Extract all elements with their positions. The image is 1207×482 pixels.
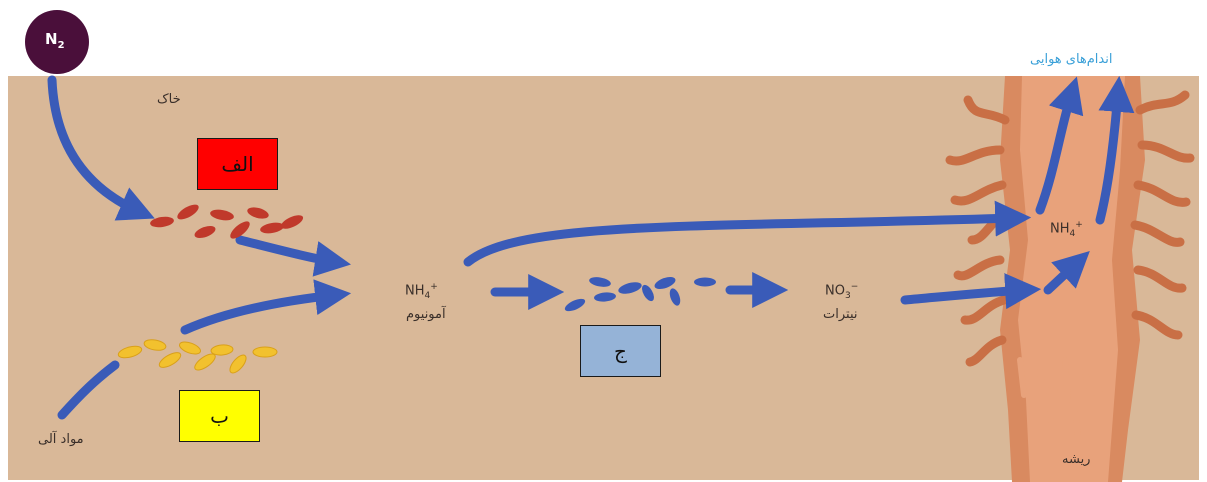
flow-arrows (47, 75, 1135, 420)
arrow-root-nh4-inner (1043, 250, 1090, 295)
n2-molecule-circle (25, 10, 89, 74)
arrow-organic-lower (57, 360, 120, 420)
arrow-ammonium-to-root (463, 200, 1032, 267)
box-b-label: ب (179, 390, 260, 442)
nitrate-name: نیترات (823, 307, 858, 322)
root-label: ریشه (1062, 452, 1091, 467)
soil-label: خاک (157, 92, 181, 107)
nitrate-formula: NO3− (825, 282, 859, 301)
ammonium-name: آمونیوم (406, 307, 446, 322)
blue-bacteria-cluster (564, 276, 716, 312)
arrow-n2-to-bacteria (47, 75, 155, 221)
organic-matter-label: مواد آلی (38, 432, 84, 447)
box-a-label: الف (197, 138, 278, 190)
root-ammonium-formula: NH4+ (1050, 220, 1083, 239)
red-bacteria-cluster (150, 204, 304, 239)
arrow-organic-to-ammonium (180, 279, 352, 335)
aerial-organs-label: اندام‌های هوایی (1030, 52, 1113, 67)
n2-label: N2 (45, 30, 65, 51)
box-c-label: ج (580, 325, 661, 377)
arrow-bacteria-to-ammonium (235, 235, 351, 277)
arrow-nitrate-to-root (900, 273, 1042, 310)
arrow-up-right (1095, 75, 1135, 225)
yellow-bacteria-cluster (117, 339, 278, 374)
ammonium-formula: NH4+ (405, 282, 438, 301)
arrow-up-left (1035, 76, 1084, 215)
